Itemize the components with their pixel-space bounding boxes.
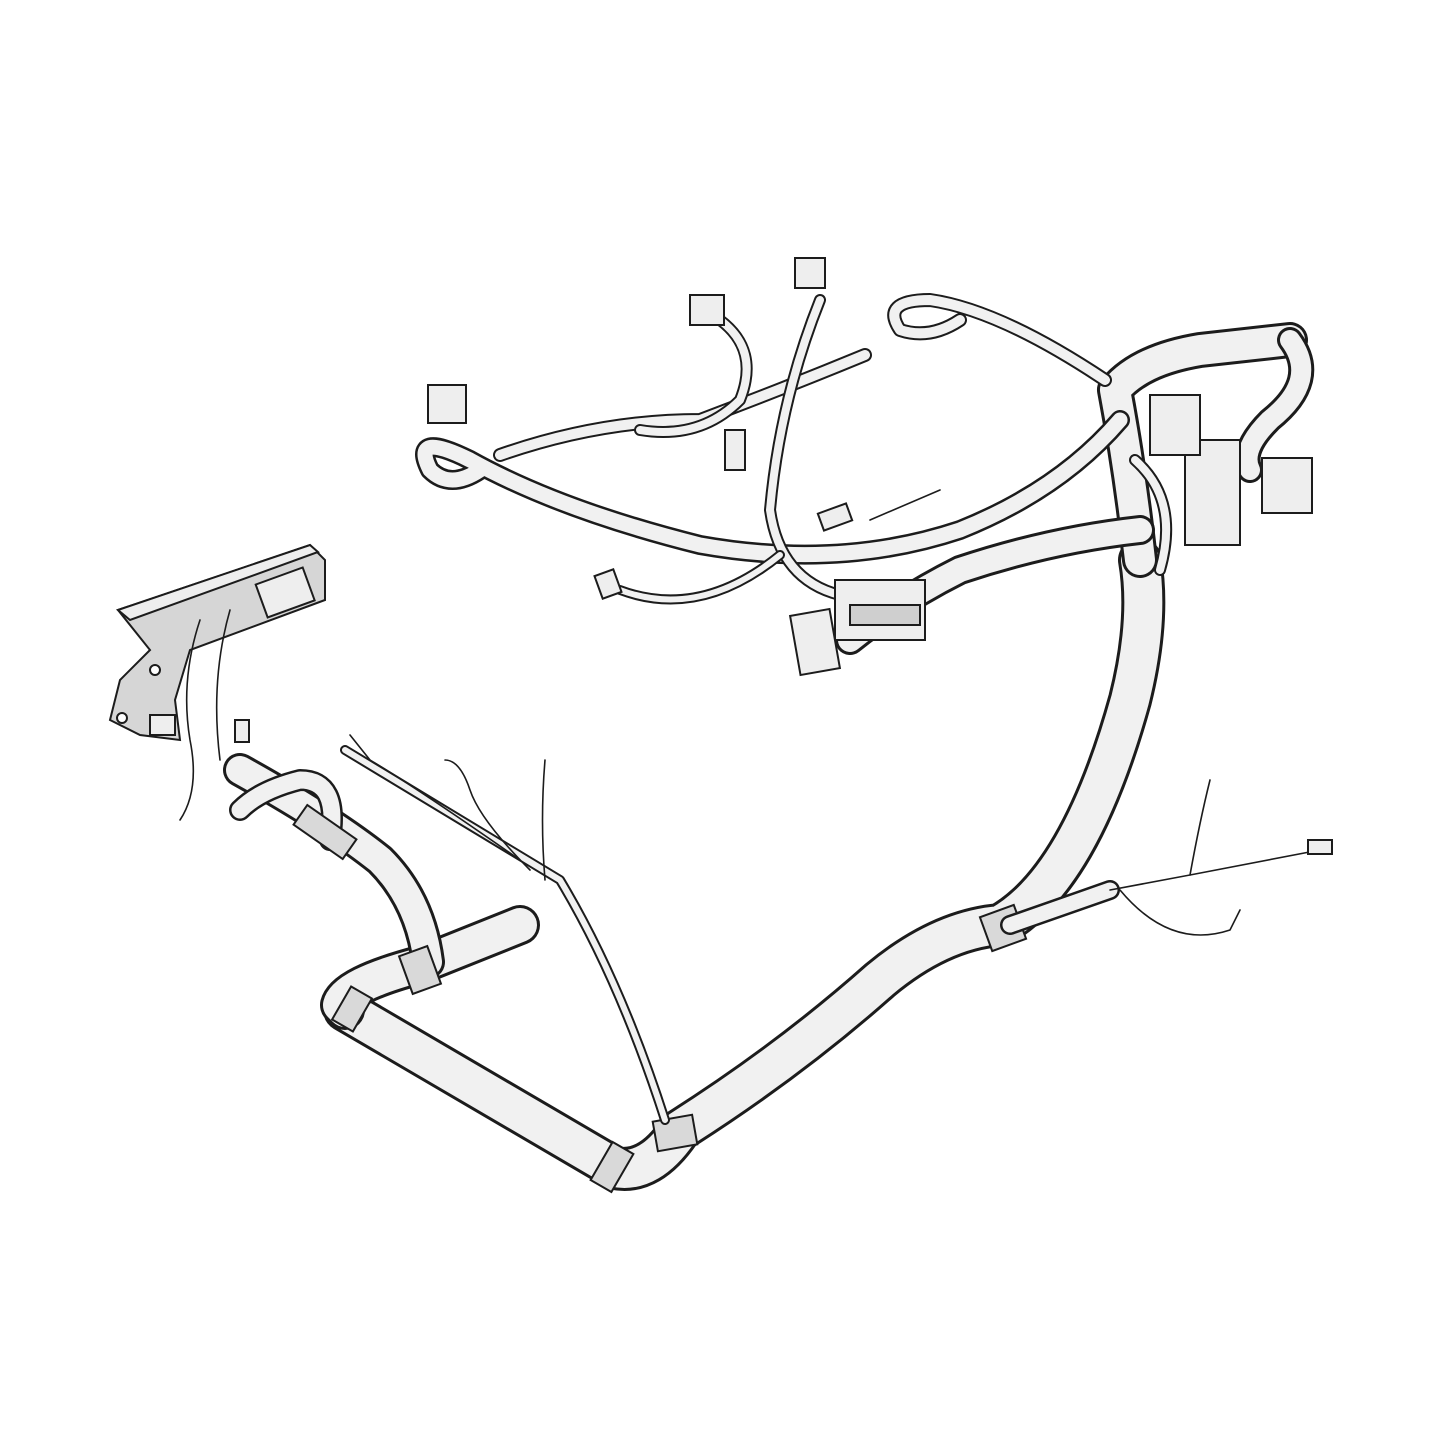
main-trunk bbox=[323, 538, 1166, 1191]
components bbox=[427, 257, 1333, 855]
upper-harness bbox=[415, 293, 1173, 605]
top-left-connector bbox=[427, 384, 467, 424]
connector-plug bbox=[788, 607, 842, 677]
end-connector bbox=[1261, 457, 1313, 514]
mounting-bracket bbox=[108, 543, 326, 821]
relay-box bbox=[1184, 439, 1241, 546]
thin-wires bbox=[340, 489, 1321, 1125]
